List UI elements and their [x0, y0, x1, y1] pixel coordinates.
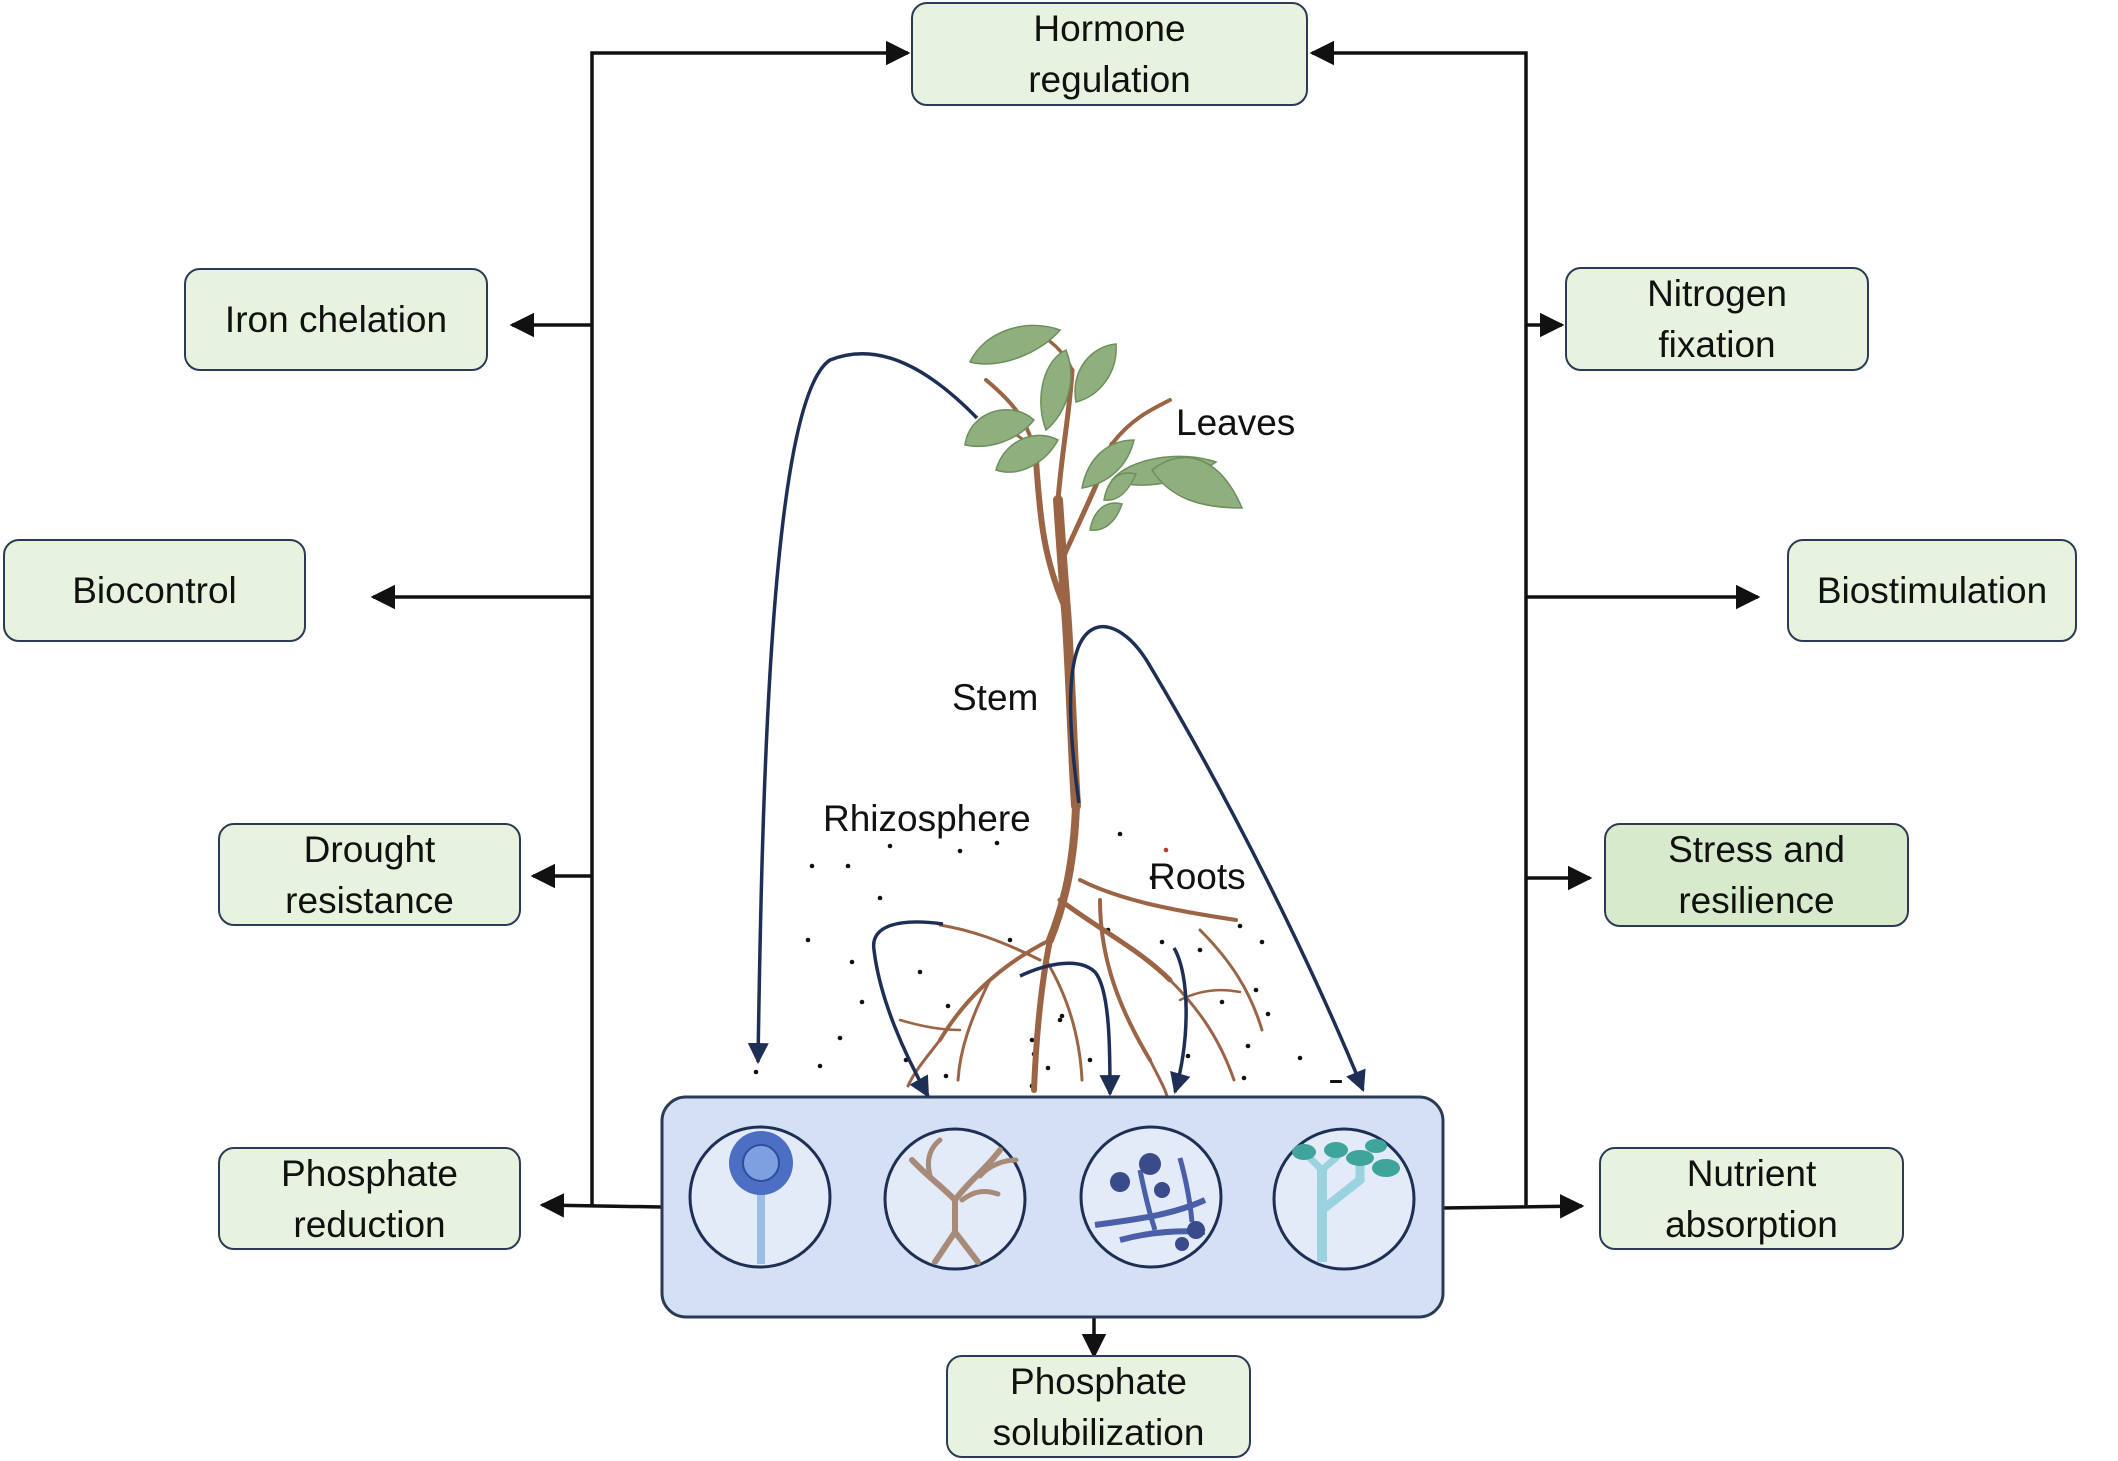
- plant-roots: [898, 802, 1264, 1102]
- biostimulation-label: Biostimulation: [1816, 570, 2048, 611]
- spore-cluster-icon: [1079, 1125, 1223, 1269]
- phosphate-reduction-label: Phosphate reduction: [281, 1152, 458, 1245]
- iron-chelation-label: Iron chelation: [224, 299, 448, 340]
- plant-fungi-interaction-arrows: [747, 351, 1366, 1098]
- drought-resistance-label: Drought resistance: [285, 828, 454, 921]
- aspergillus-icon: [688, 1125, 832, 1269]
- nutrient-absorption-label: Nutrient absorption: [1665, 1152, 1838, 1245]
- phosphate-solubilization-label: Phosphate solubilization: [992, 1360, 1205, 1453]
- phosphate-reduction-box: Phosphate reduction: [218, 1147, 521, 1250]
- drought-resistance-box: Drought resistance: [218, 823, 521, 926]
- iron-chelation-box: Iron chelation: [184, 268, 488, 371]
- nutrient-absorption-box: Nutrient absorption: [1599, 1147, 1904, 1250]
- branched-hyphae-icon: [883, 1127, 1027, 1271]
- rhizosphere-label: Rhizosphere: [823, 798, 1031, 839]
- left-connector-tree: [370, 40, 911, 1218]
- plant-leaves: [964, 324, 1244, 531]
- stress-resilience-label: Stress and resilience: [1668, 829, 1845, 921]
- biostimulation-box: Biostimulation: [1787, 539, 2077, 642]
- roots-label: Roots: [1149, 856, 1246, 897]
- leaves-label: Leaves: [1176, 402, 1296, 443]
- phosphate-solubilization-box: Phosphate solubilization: [946, 1355, 1251, 1458]
- nitrogen-fixation-box: Nitrogen fixation: [1565, 267, 1869, 371]
- stress-resilience-box: Stress and resilience: [1604, 823, 1909, 927]
- penicillium-icon: [1272, 1127, 1416, 1271]
- biocontrol-label: Biocontrol: [72, 570, 237, 611]
- fungi-panel: [660, 1095, 1445, 1319]
- stem-label: Stem: [952, 677, 1039, 718]
- biocontrol-box: Biocontrol: [3, 539, 306, 642]
- nitrogen-fixation-label: Nitrogen fixation: [1647, 273, 1787, 365]
- hormone-regulation-label: Hormone regulation: [1028, 8, 1191, 100]
- hormone-regulation-box: Hormone regulation: [911, 2, 1308, 106]
- right-connector-tree: [1309, 40, 1761, 1219]
